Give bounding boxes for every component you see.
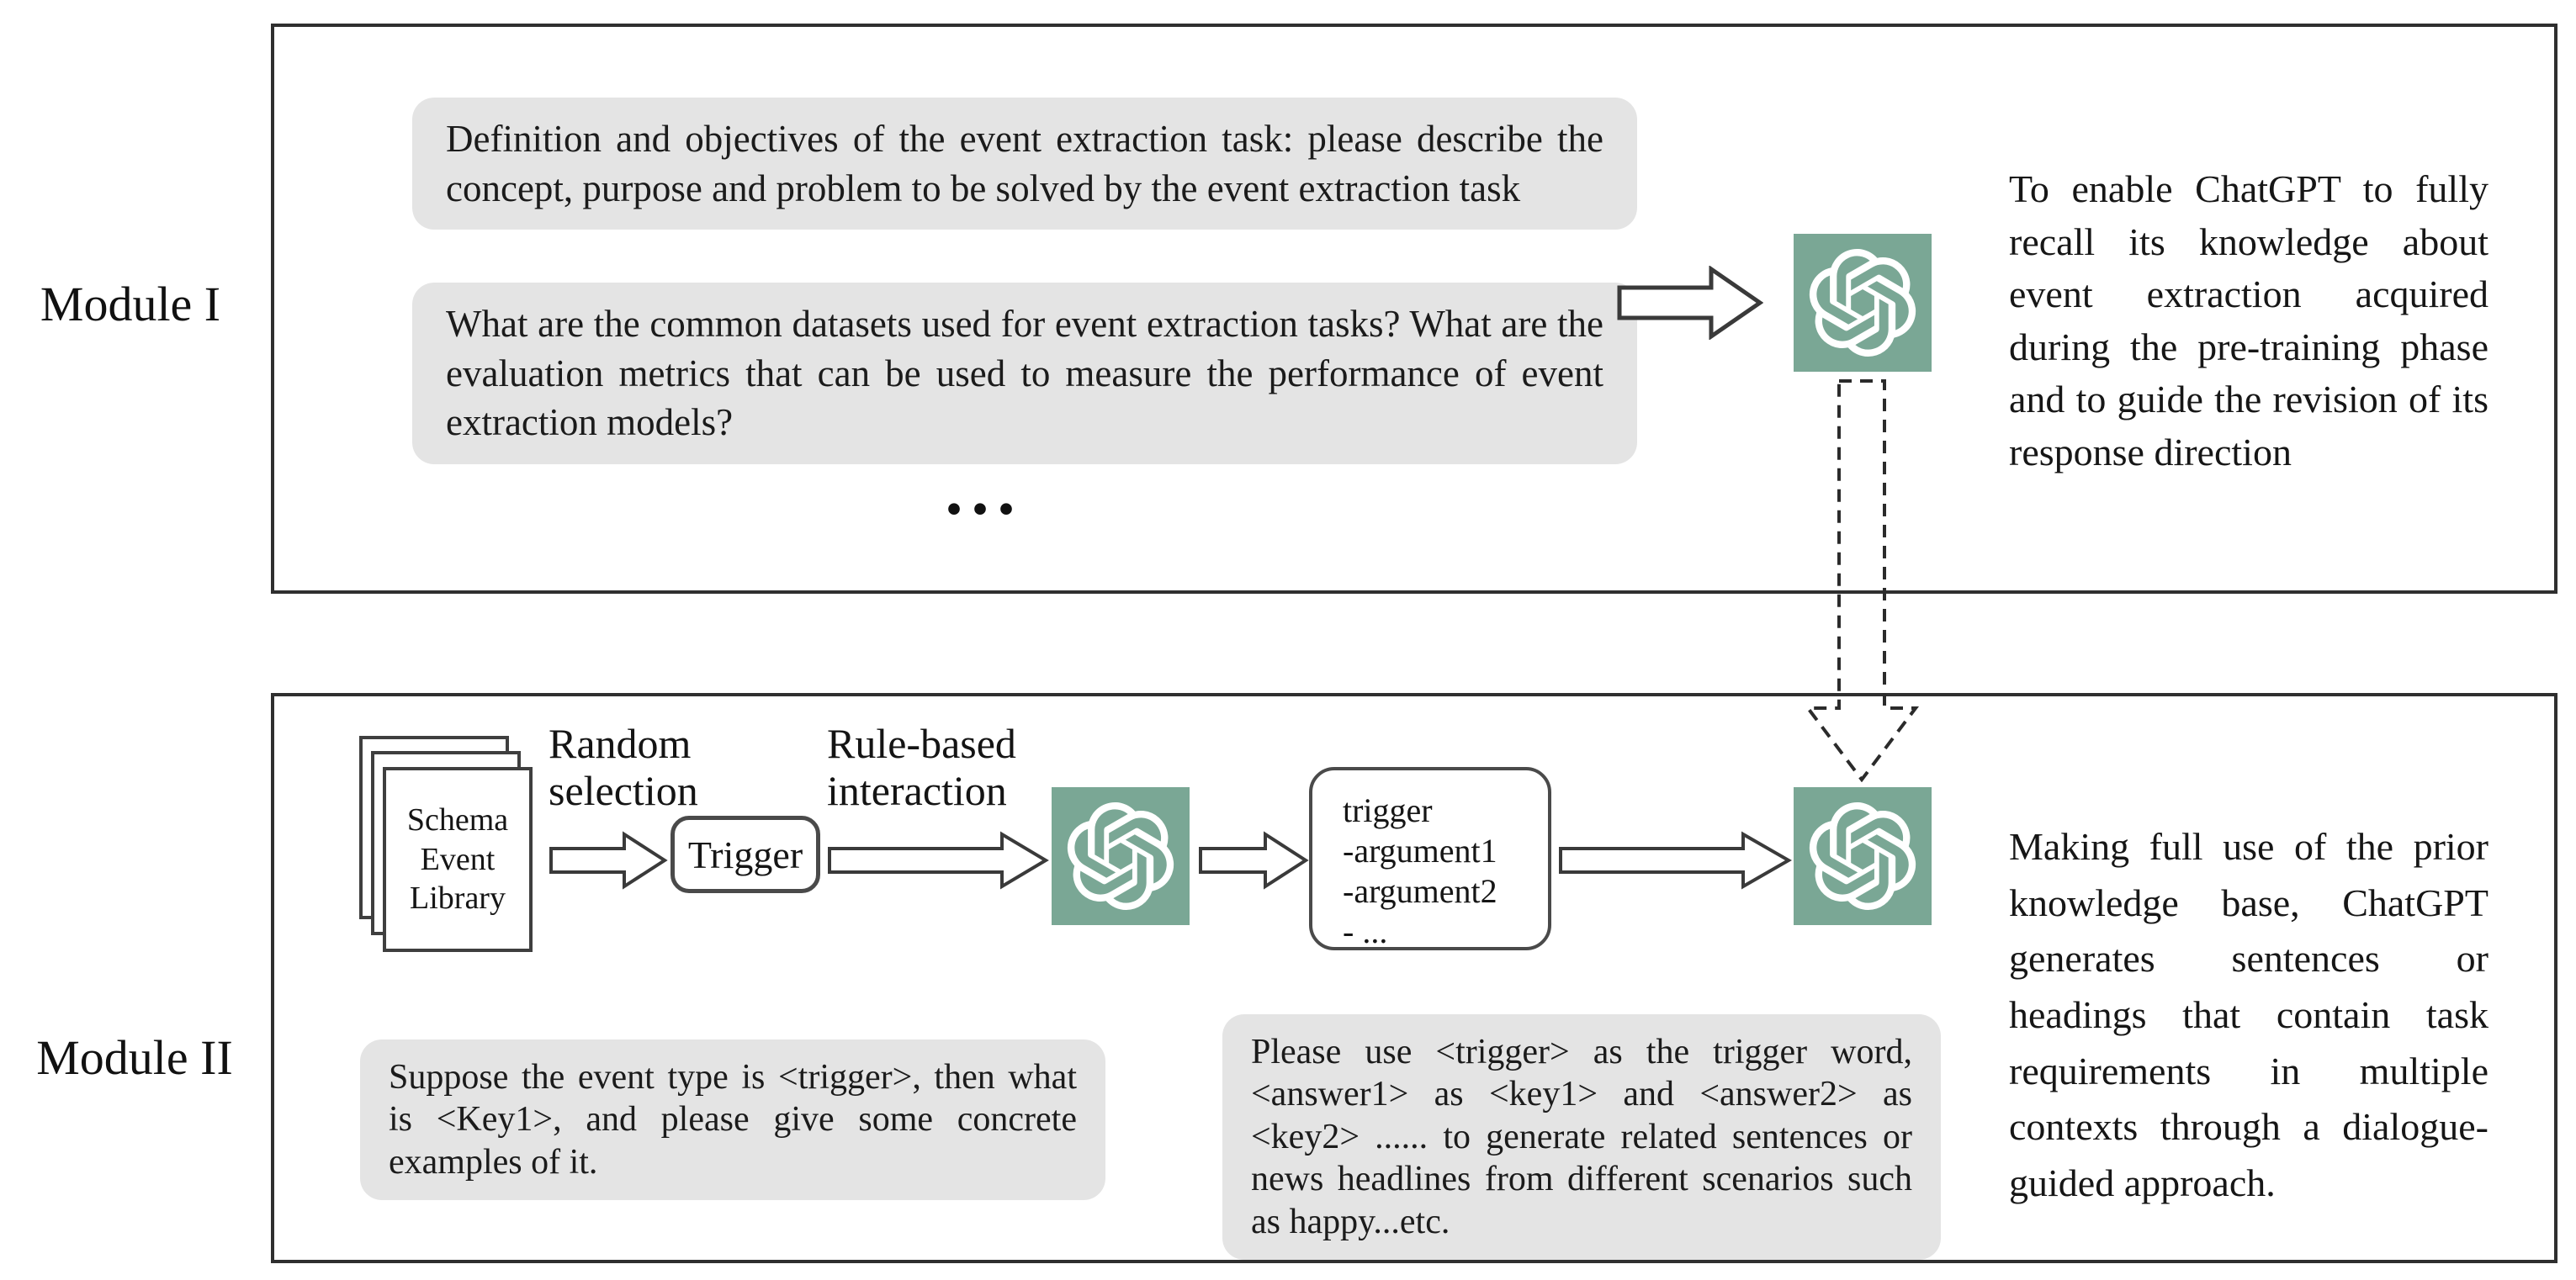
chatgpt-icon [1794,787,1932,925]
library-label-line: Schema [406,802,509,838]
schema-output-box: trigger -argument1 -argument2 - ... [1309,767,1551,950]
flow-arrow-icon [549,831,668,890]
prompt-box-datasets: What are the common datasets used for ev… [412,283,1637,464]
module1-label: Module I [40,277,221,331]
chatgpt-icon [1794,234,1932,372]
library-label-line: Library [410,881,506,917]
chatgpt-icon [1052,787,1190,925]
schema-output-line: -argument1 [1343,832,1497,870]
schema-output-line: - ... [1343,912,1388,950]
schema-output-line: -argument2 [1343,872,1497,910]
module2-box [271,693,2557,1263]
module2-description: Making full use of the prior knowledge b… [2009,825,2489,1205]
ellipsis: ... [945,452,1024,530]
rule-interaction-label: Rule-based interaction [827,720,1016,814]
prompt-box-suppose: Suppose the event type is <trigger>, the… [360,1039,1105,1201]
flow-arrow-icon [828,831,1049,890]
dashed-arrow-icon [1804,379,1920,782]
schema-output-line: trigger [1343,791,1433,829]
prompt-box-please-use: Please use <trigger> as the trigger word… [1222,1014,1941,1260]
trigger-box-label: Trigger [687,833,803,876]
flow-arrow-icon [1617,266,1763,340]
module1-description: To enable ChatGPT to fully recall its kn… [2009,167,2489,473]
flow-arrow-icon [1559,831,1792,890]
prompt-box-definition: Definition and objectives of the event e… [412,98,1637,230]
openai-logo-icon [1067,802,1174,910]
openai-logo-icon [1809,802,1916,910]
openai-logo-icon [1809,249,1916,357]
library-label-line: Event [420,841,496,877]
module2-label: Module II [36,1030,233,1085]
stack-page-front: Schema Event Library [383,767,533,952]
module1-box [271,24,2557,594]
trigger-box: Trigger [671,816,820,893]
flow-arrow-icon [1199,831,1309,890]
random-selection-label: Random selection [549,720,698,814]
